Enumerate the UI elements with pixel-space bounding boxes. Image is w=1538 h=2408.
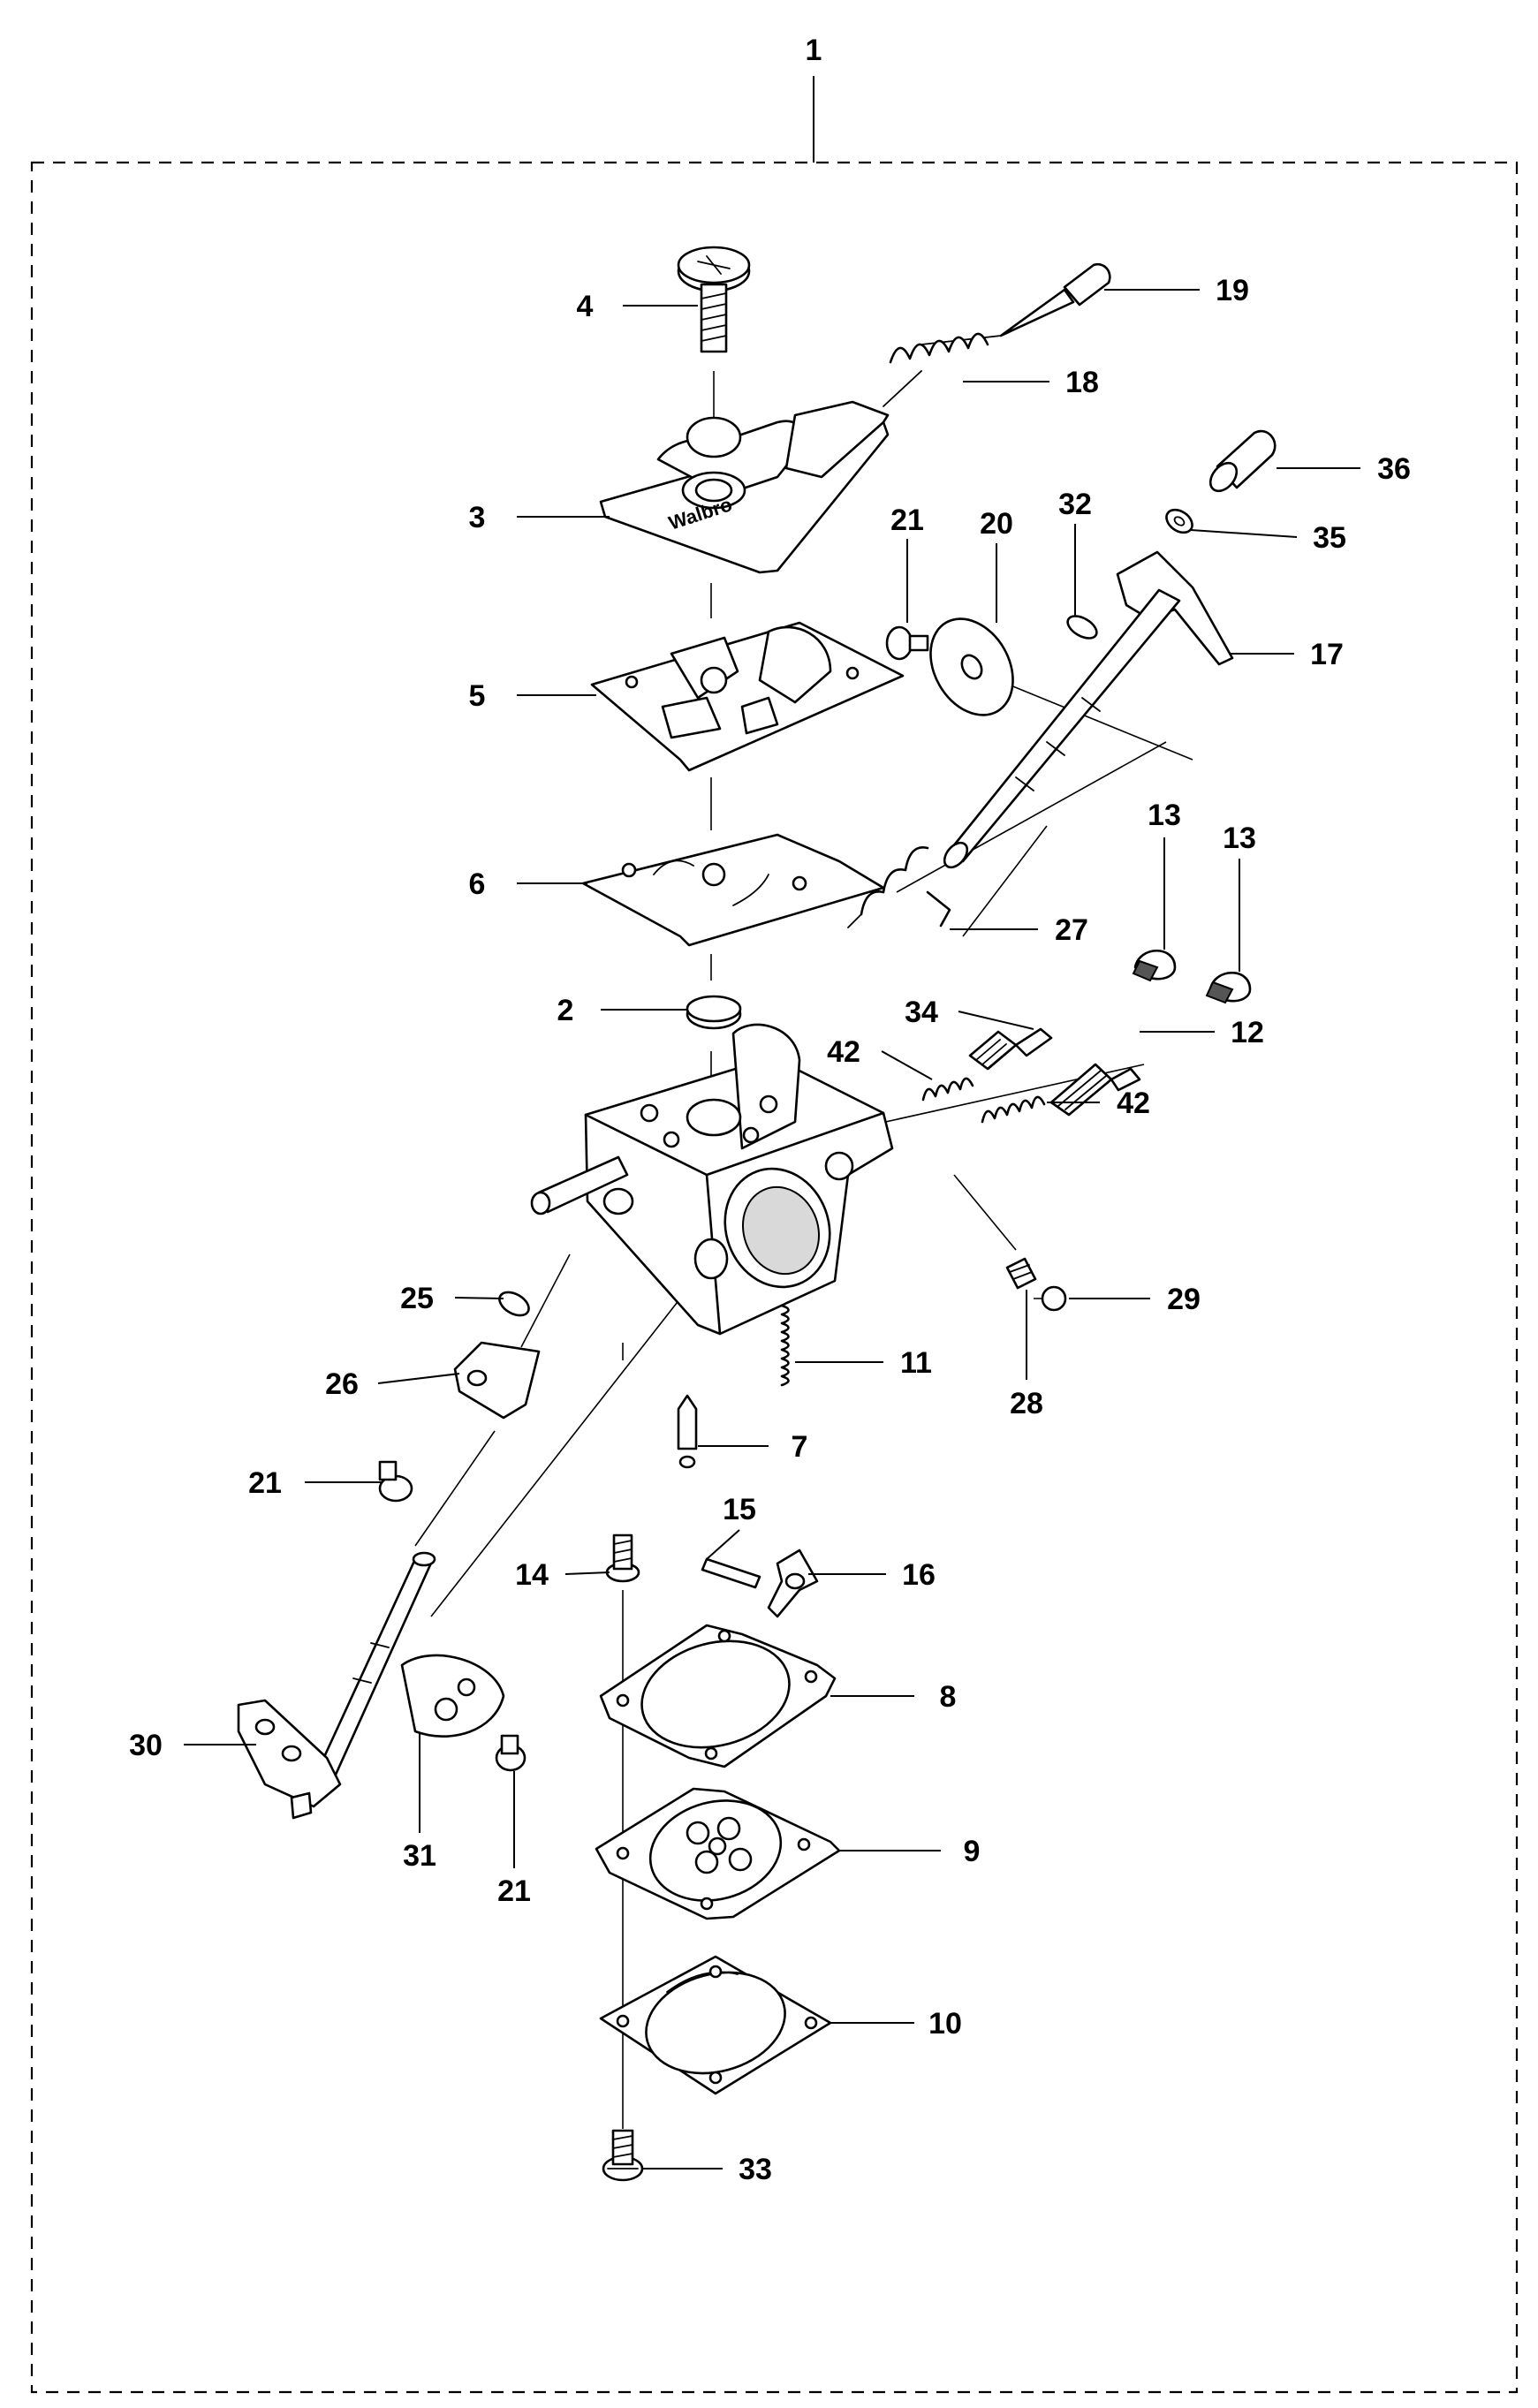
- callout-p13b: 13: [1223, 822, 1256, 855]
- part-25-clip: [498, 1291, 530, 1317]
- part-35-washer: [1165, 508, 1193, 534]
- callout-p19: 19: [1216, 274, 1249, 307]
- part-29-check-ball: [1041, 1285, 1067, 1312]
- part-33-screw: [602, 2129, 644, 2182]
- callout-p29: 29: [1167, 1283, 1201, 1316]
- callout-p36: 36: [1377, 452, 1411, 486]
- part-28-screen: [1005, 1257, 1037, 1290]
- part-9-diaphragm: [595, 1787, 841, 1920]
- callout-p33: 33: [739, 2153, 772, 2186]
- callout-p20: 20: [980, 507, 1013, 541]
- assembly-boundary: [30, 161, 1519, 2394]
- callout-p8: 8: [940, 1680, 957, 1714]
- leader-p35: [1190, 529, 1298, 538]
- leader-p34: [958, 1011, 1034, 1030]
- callout-p9: 9: [964, 1835, 981, 1868]
- callout-p18: 18: [1065, 366, 1099, 399]
- part-7-inlet-needle: [677, 1394, 698, 1469]
- callout-p6: 6: [469, 867, 486, 901]
- part-36-cap: [1208, 429, 1277, 493]
- callout-p21a: 21: [890, 504, 924, 537]
- callout-p28: 28: [1010, 1387, 1043, 1420]
- callout-p10: 10: [928, 2007, 962, 2041]
- callout-p27: 27: [1055, 913, 1088, 947]
- callout-p5: 5: [469, 679, 486, 713]
- callout-p3: 3: [469, 501, 486, 534]
- callout-p32: 32: [1058, 488, 1092, 521]
- part-13-limiter-cap-b: [1205, 971, 1252, 1004]
- part-2-needle-valve: [686, 995, 742, 1030]
- part-15-pin: [701, 1557, 761, 1589]
- part-21-screw-left: [378, 1460, 413, 1503]
- leader-p42a: [881, 1050, 933, 1080]
- part-8-gasket: [599, 1624, 837, 1768]
- part-27-return-spring: [847, 846, 951, 928]
- part-13-limiter-cap-a: [1132, 949, 1177, 982]
- part-4-screw: [677, 246, 751, 353]
- carburetor-body: [530, 1023, 894, 1336]
- callout-p21c: 21: [497, 1874, 531, 1908]
- part-21-screw-upper: [885, 625, 929, 661]
- callout-p2: 2: [557, 994, 574, 1027]
- callout-p30: 30: [129, 1729, 163, 1762]
- callout-p12: 12: [1231, 1016, 1264, 1049]
- callout-p7: 7: [792, 1430, 808, 1464]
- part-26-lever: [453, 1341, 541, 1420]
- callout-layer: 4 19 18 36 3 21 20 32 35 17 5 13 13 6 27 2 34 12 42 42 25 29 1…: [129, 274, 1411, 2186]
- part-16-lever: [767, 1549, 819, 1618]
- callout-p14: 14: [515, 1558, 549, 1592]
- callout-p35: 35: [1313, 521, 1346, 555]
- callout-p26: 26: [325, 1367, 359, 1401]
- leader-p14: [564, 1571, 610, 1575]
- part-14-screw: [605, 1533, 640, 1583]
- leader-p26: [377, 1373, 460, 1384]
- part-34-adjust-needle: [968, 1027, 1053, 1071]
- callout-p16: 16: [902, 1558, 936, 1592]
- part-32-clip: [1066, 615, 1098, 640]
- callout-p21b: 21: [248, 1466, 282, 1500]
- callout-p34: 34: [905, 996, 938, 1029]
- part-42-spring-b: [981, 1095, 1046, 1124]
- part-18-spring: [883, 332, 1002, 407]
- part-31-choke-plate: [400, 1654, 505, 1738]
- callout-p42a: 42: [827, 1035, 860, 1069]
- part-5-gasket: [590, 621, 905, 772]
- part-3-metering-cover: Walbro: [599, 400, 890, 574]
- part-6-diaphragm: [581, 833, 885, 947]
- part-20-throttle-plate: [929, 617, 1014, 716]
- part-10-gasket: [599, 1955, 832, 2095]
- part-42-spring-a: [921, 1077, 974, 1102]
- part-17-throttle-shaft: [943, 550, 1234, 869]
- part-30-choke-shaft: [237, 1551, 436, 1820]
- part-19-needle: [999, 262, 1111, 337]
- callout-p13a: 13: [1148, 799, 1181, 832]
- callout-p31: 31: [403, 1839, 436, 1873]
- callout-assembly: 1: [806, 34, 822, 67]
- callout-p11: 11: [900, 1346, 932, 1380]
- callout-p42b: 42: [1117, 1087, 1150, 1120]
- callout-p17: 17: [1310, 638, 1344, 671]
- callout-p15: 15: [723, 1493, 756, 1526]
- leader-p15: [706, 1529, 740, 1560]
- part-21-screw-lower: [495, 1734, 527, 1772]
- leader-p25: [454, 1297, 504, 1299]
- callout-p4: 4: [577, 290, 594, 323]
- part-11-spring: [780, 1304, 790, 1387]
- callout-p25: 25: [400, 1282, 434, 1315]
